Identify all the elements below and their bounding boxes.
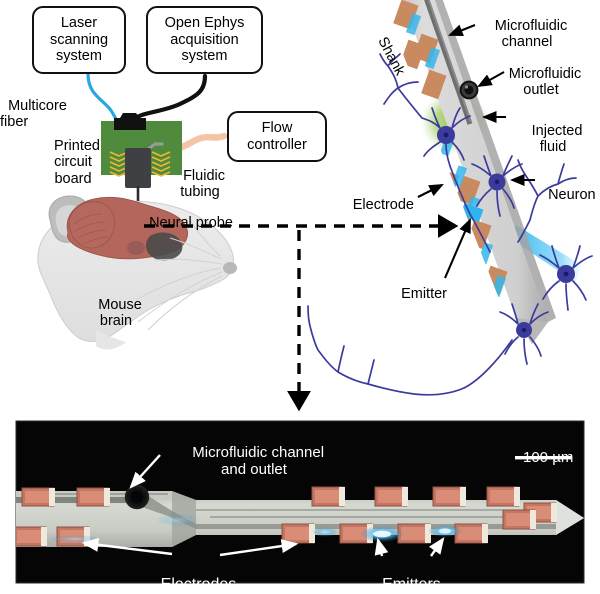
arrow-electrode xyxy=(417,184,444,198)
panel-probe-micrograph xyxy=(15,420,585,584)
label-printed-circuit-board: Printed circuit board xyxy=(42,122,104,187)
label-electrodes-text: Electrodes xyxy=(160,576,237,594)
microfluidic-channel-highlight xyxy=(427,0,472,123)
box-open-ephys-acquisition-system[interactable]: Open Ephys acquisition system xyxy=(146,6,263,74)
neuron-illustration xyxy=(307,53,593,396)
scale-bar-label-text: 100 µm xyxy=(523,449,574,467)
box-laser-scanning-system[interactable]: Laser scanning system xyxy=(32,6,126,74)
microfluidic-channel-line xyxy=(424,0,473,125)
label-microfluidic-channel-text: Microfluidic channel xyxy=(494,18,568,51)
arrow-emitters-left xyxy=(374,537,389,557)
box-laser-scanning-system-label: Laser scanning system xyxy=(49,15,109,65)
arrow-electrodes-right xyxy=(219,539,299,557)
arrow-electrodes-left xyxy=(81,537,173,556)
scale-bar-label: 100 µm xyxy=(505,432,583,466)
label-microfluidic-outlet: Microfluidic outlet xyxy=(486,50,596,99)
arrow-microfluidic-channel xyxy=(448,24,476,36)
label-fluidic-tubing-text: Fluidic tubing xyxy=(180,168,225,201)
panel-system-schematic xyxy=(37,72,237,350)
mouse-head-illustration xyxy=(37,195,237,350)
label-emitter: Emitter xyxy=(389,270,451,302)
dashed-connector-arrows xyxy=(144,214,459,412)
label-neural-probe: Neural probe xyxy=(141,199,253,231)
label-emitters: Emitters xyxy=(355,558,459,594)
label-mouse-brain-text: Mouse brain xyxy=(98,297,142,330)
label-injected-fluid: Injected fluid xyxy=(512,107,594,156)
label-multicore-fiber-text: Multicore fiber xyxy=(0,98,67,131)
label-microfluidic-channel-and-outlet-text: Microfluidic channel and outlet xyxy=(192,444,325,479)
label-emitter-text: Emitter xyxy=(401,286,447,303)
box-open-ephys-acquisition-system-label: Open Ephys acquisition system xyxy=(164,15,245,65)
label-microfluidic-channel-and-outlet: Microfluidic channel and outlet xyxy=(148,427,360,478)
ephys-cable xyxy=(131,73,208,123)
arrow-microfluidic-channel-outlet xyxy=(129,454,161,489)
scale-bar-line xyxy=(515,456,571,460)
label-mouse-brain: Mouse brain xyxy=(84,281,148,330)
label-multicore-fiber: Multicore fiber xyxy=(0,82,82,131)
electrode-pad-photo xyxy=(21,486,557,523)
pcb-probe-base xyxy=(125,148,151,188)
label-printed-circuit-board-text: Printed circuit board xyxy=(54,138,100,187)
microfluidic-outlet-ring xyxy=(459,80,479,100)
label-emitters-text: Emitters xyxy=(382,576,441,594)
arrow-emitter xyxy=(444,218,471,279)
arrow-emitters-right xyxy=(429,537,445,557)
label-electrode: Electrode xyxy=(330,181,414,213)
microfluidic-outlet-photo xyxy=(124,484,150,510)
box-flow-controller[interactable]: Flow controller xyxy=(227,111,327,162)
label-electrodes: Electrodes xyxy=(136,558,252,594)
pcb-top-connector xyxy=(114,113,146,130)
arrow-microfluidic-outlet xyxy=(477,71,505,88)
label-neuron-text: Neuron xyxy=(548,187,596,204)
label-neuron: Neuron xyxy=(540,171,600,203)
label-neural-probe-text: Neural probe xyxy=(149,215,233,232)
label-fluidic-tubing: Fluidic tubing xyxy=(165,152,235,201)
box-flow-controller-label: Flow controller xyxy=(247,119,307,153)
label-electrode-text: Electrode xyxy=(352,197,414,214)
label-microfluidic-channel: Microfluidic channel xyxy=(472,2,582,51)
label-microfluidic-outlet-text: Microfluidic outlet xyxy=(508,66,582,99)
label-injected-fluid-text: Injected fluid xyxy=(531,123,583,156)
